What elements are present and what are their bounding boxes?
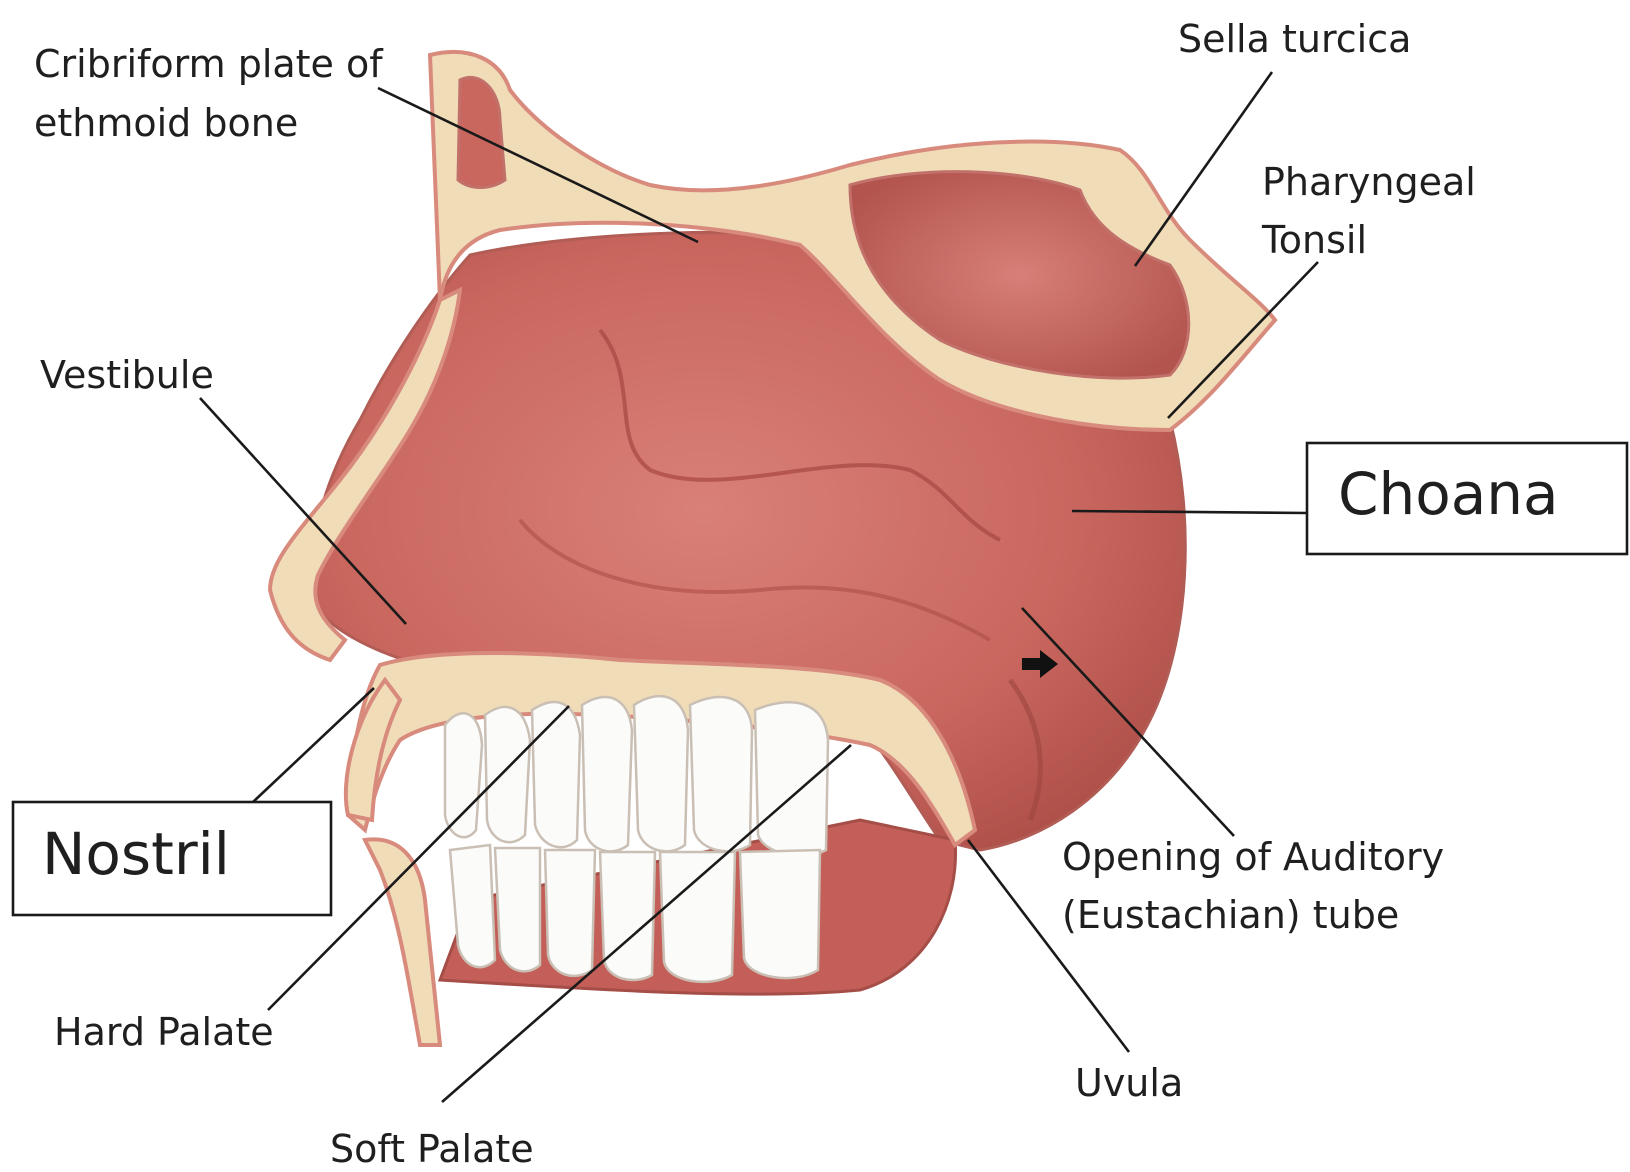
lower-teeth — [450, 845, 820, 982]
label-nostril: Nostril — [42, 820, 230, 888]
lower-jaw — [365, 839, 440, 1045]
upper-tooth — [690, 697, 752, 851]
upper-tooth — [532, 702, 580, 847]
upper-tooth — [582, 697, 632, 851]
upper-teeth — [445, 696, 828, 856]
label-vestibule: Vestibule — [40, 353, 214, 397]
label-cribriform-line2: ethmoid bone — [34, 101, 298, 145]
lower-tooth — [495, 848, 540, 971]
label-hard-palate: Hard Palate — [54, 1010, 274, 1054]
lower-tooth — [740, 850, 820, 978]
leader-sella-turcica — [1135, 72, 1272, 266]
label-uvula: Uvula — [1075, 1061, 1183, 1105]
lower-tooth — [600, 852, 655, 980]
upper-tooth — [755, 702, 828, 856]
label-cribriform-line1: Cribriform plate of — [34, 42, 384, 86]
label-auditory-line2: (Eustachian) tube — [1062, 893, 1399, 937]
lower-tooth — [545, 850, 595, 976]
label-soft-palate: Soft Palate — [330, 1127, 534, 1171]
upper-tooth — [445, 713, 482, 837]
upper-tooth — [485, 707, 530, 842]
label-pharyngeal-line1: Pharyngeal — [1262, 160, 1476, 204]
lower-tooth — [660, 852, 735, 982]
label-sella-turcica: Sella turcica — [1178, 17, 1411, 61]
upper-tooth — [634, 696, 688, 851]
label-auditory-line1: Opening of Auditory — [1062, 835, 1444, 879]
label-pharyngeal-line2: Tonsil — [1261, 218, 1367, 262]
label-choana: Choana — [1338, 460, 1559, 528]
